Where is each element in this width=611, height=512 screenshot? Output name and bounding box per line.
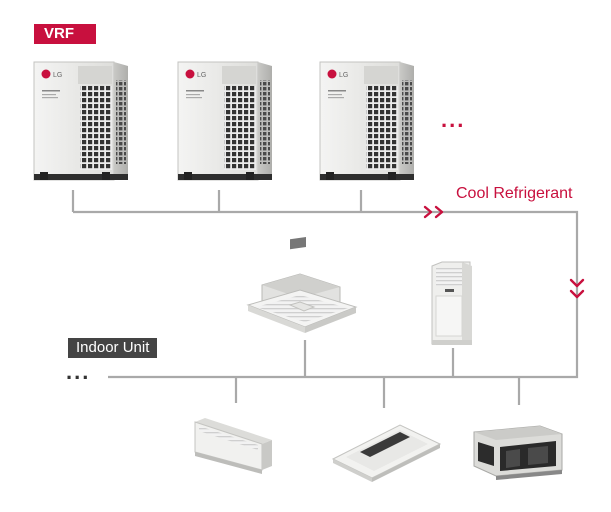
refrigerant-piping <box>71 190 579 408</box>
more-outdoor-units-ellipsis: ... <box>441 107 466 132</box>
more-indoor-units-ellipsis: ... <box>66 359 91 384</box>
top-header-pipe <box>73 210 579 379</box>
double-chevron-down-icon <box>569 278 585 299</box>
ceiling-cassette-icon <box>246 236 358 333</box>
lg-outdoor-unit-icon <box>319 61 415 181</box>
indoor-unit-tag: Indoor Unit <box>68 338 158 358</box>
console-unit-icon <box>194 418 272 474</box>
ducted-unit-icon <box>473 425 563 480</box>
lg-outdoor-unit-icon <box>33 61 129 181</box>
vrf-tag: VRF <box>34 24 96 44</box>
double-chevron-right-icon <box>423 205 444 219</box>
cool-refrigerant-label: Cool Refrigerant <box>456 185 573 202</box>
floor-standing-unit-icon <box>431 261 472 345</box>
lg-outdoor-unit-icon <box>177 61 273 181</box>
one-way-cassette-icon <box>331 424 442 482</box>
